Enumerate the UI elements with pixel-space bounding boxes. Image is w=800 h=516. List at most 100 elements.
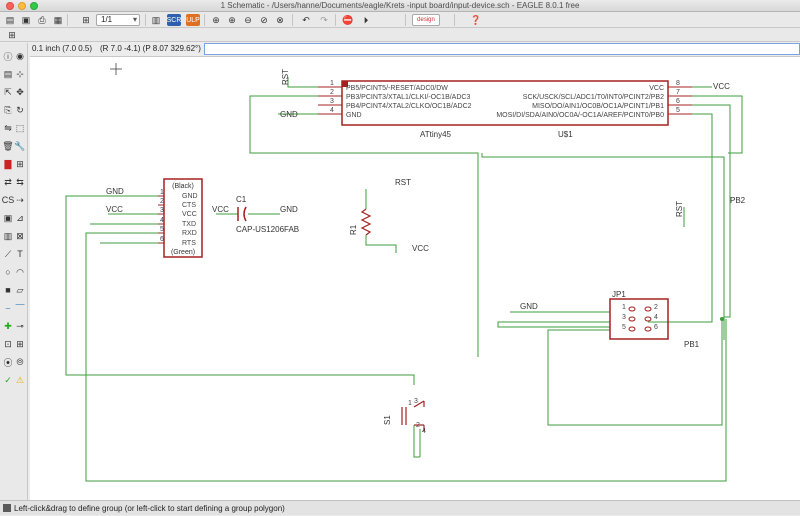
paste-icon[interactable]: ▇ [4,158,12,169]
cursor-crosshair [110,63,122,75]
use-icon[interactable]: ▥ [151,14,161,25]
jumper-jp1[interactable]: JP1 1 3 5 2 4 6 [609,290,669,340]
open-icon[interactable]: ▤ [5,14,15,25]
resistor-r1[interactable]: R1 [349,208,372,236]
ic-attiny45[interactable]: 1 2 3 4 PB5/PCINT5/-RESET/ADC0/DW PB3/PC… [318,80,692,139]
attribute-icon[interactable]: ⊡ [4,338,12,349]
add-icon[interactable]: ⊞ [16,158,24,169]
invoke-icon[interactable]: ⊠ [16,230,24,241]
cam-icon[interactable]: ▦ [53,14,63,25]
mark-icon[interactable]: ⊹ [16,68,24,79]
save-icon[interactable]: ▣ [21,14,31,25]
switch-s1[interactable]: 1 2 3 4 S1 [383,398,426,435]
jp-num-4: 4 [654,314,658,321]
erc-icon[interactable]: ✓ [4,374,12,385]
net-label-gnd-jp: GND [520,302,538,311]
ftdi-pin-txd: TXD [182,221,196,228]
ftdi-pin-rts: RTS [182,240,196,247]
ic-pin3-num: 3 [330,98,334,105]
dimension-icon[interactable]: ⊞ [16,338,24,349]
zoom-select-icon[interactable]: ⊘ [260,14,268,25]
text-icon[interactable]: T [17,249,23,259]
value-icon[interactable]: ⇢ [16,194,24,205]
junction-icon[interactable]: ✚ [4,320,12,331]
bus-icon[interactable]: ⎯ [5,302,11,313]
move-icon[interactable]: ⇱ [4,86,12,97]
ic-pin8-num: 8 [676,80,680,87]
show-icon[interactable]: ◉ [16,50,24,61]
wrench-icon[interactable]: 🔧 [14,140,26,151]
ic-pin5-label: MOSI/DI/SDA/AIN0/OC0A/-OC1A/AREF/PCINT0/… [496,112,664,119]
delete-icon[interactable]: 🗑 [2,140,14,151]
zoom-in-icon[interactable]: ⊕ [228,14,236,25]
ftdi-num-3: 3 [160,207,164,214]
ftdi-header[interactable]: (Black) (Green) GND CTS VCC TXD RXD RTS … [158,178,203,258]
junction-dot [720,317,724,321]
display-icon[interactable]: ▤ [3,68,13,79]
ic-pin8-label: VCC [649,85,664,92]
polygon-icon[interactable]: ▱ [16,284,24,295]
jp-num-1: 1 [622,304,626,311]
board-icon[interactable]: ⊞ [82,14,90,25]
close-window-button[interactable] [6,2,14,10]
ic-ref: U$1 [558,130,573,139]
maximize-window-button[interactable] [30,2,38,10]
net-icon[interactable]: ⎺ [15,302,25,313]
zoom-last-icon[interactable]: ⊗ [276,14,284,25]
smash-icon[interactable]: ▣ [3,212,13,223]
help-icon[interactable]: ❓ [470,14,482,25]
replace-icon[interactable]: ⇄ [4,176,12,187]
rotate-icon[interactable]: ↻ [16,104,24,115]
command-input[interactable] [204,43,800,55]
net-label-vcc-res: VCC [412,244,429,253]
mirror-icon[interactable]: ⇋ [4,122,12,133]
grid-icon[interactable]: ⊞ [8,29,16,40]
ic-name: ATtiny45 [420,130,452,139]
move-cross-icon[interactable]: ✥ [16,86,24,97]
group-icon[interactable]: ⬚ [15,122,25,133]
design-link-icon[interactable]: design [412,14,440,26]
net-label-vcc-ic: VCC [713,82,730,91]
circle-icon[interactable]: ○ [5,267,11,277]
modules-icon[interactable]: ⦿ [3,357,13,368]
label-icon[interactable]: ⊸ [16,320,24,331]
ftdi-num-2: 2 [160,198,164,205]
net-label-vcc-cap: VCC [212,205,229,214]
copy-icon[interactable]: ⎘ [4,104,12,115]
schematic-canvas[interactable]: 1 2 3 4 PB5/PCINT5/-RESET/ADC0/DW PB3/PC… [30,56,800,500]
ic-pin6-num: 6 [676,98,680,105]
minimize-window-button[interactable] [18,2,26,10]
tool-palette: ⓘ ◉ ▤ ⊹ ⇱ ✥ ⎘ ↻ ⇋ ⬚ 🗑 🔧 ▇ ⊞ ⇄ ⇆ CS ⇢ ▣ ⊿… [0,43,28,500]
wire-icon[interactable]: ⟋ [4,248,12,259]
redo-icon[interactable]: ↷ [320,14,328,25]
gateswap-icon[interactable]: ⇆ [16,176,24,187]
ic-pin7-label: SCK/USCK/SCL/ADC1/T0/INT0/PCINT2/PB2 [523,94,664,101]
undo-icon[interactable]: ↶ [302,14,310,25]
ftdi-pin-gnd: GND [182,193,198,200]
info-icon[interactable]: ⓘ [3,51,13,62]
capacitor-c1[interactable]: C1 CAP-US1206FAB [236,195,299,234]
ulp-icon[interactable]: ULP [186,14,200,26]
ports-icon[interactable]: ⦾ [16,356,24,367]
ftdi-num-5: 5 [160,226,164,233]
script-icon[interactable]: SCR [167,14,181,26]
go-icon[interactable]: ⏵ [363,14,369,25]
cap-value: CAP-US1206FAB [236,225,299,234]
errors-icon[interactable]: ⚠ [15,374,25,385]
rect-icon[interactable]: ■ [5,285,11,295]
status-text: Left-click&drag to define group (or left… [14,504,285,513]
print-icon[interactable]: ⎙ [38,14,46,25]
name-icon[interactable]: CS [1,195,15,205]
ftdi-pin-cts: CTS [182,202,196,209]
command-row: 0.1 inch (7.0 0.5) (R 7.0 -4.1) (P 8.07 … [28,43,800,55]
net-label-rst-top: RST [281,69,290,85]
arc-icon[interactable]: ◠ [16,266,24,277]
sheet-select[interactable]: 1/1 [96,14,140,26]
split-icon[interactable]: ▥ [3,230,13,241]
zoom-out-icon[interactable]: ⊖ [244,14,252,25]
stop-icon[interactable]: ⛔ [342,14,354,25]
zoom-fit-icon[interactable]: ⊕ [212,14,220,25]
miter-icon[interactable]: ⊿ [16,212,24,223]
net-label-pb2: PB2 [730,196,746,205]
net-label-gnd-ftdi: GND [106,187,124,196]
